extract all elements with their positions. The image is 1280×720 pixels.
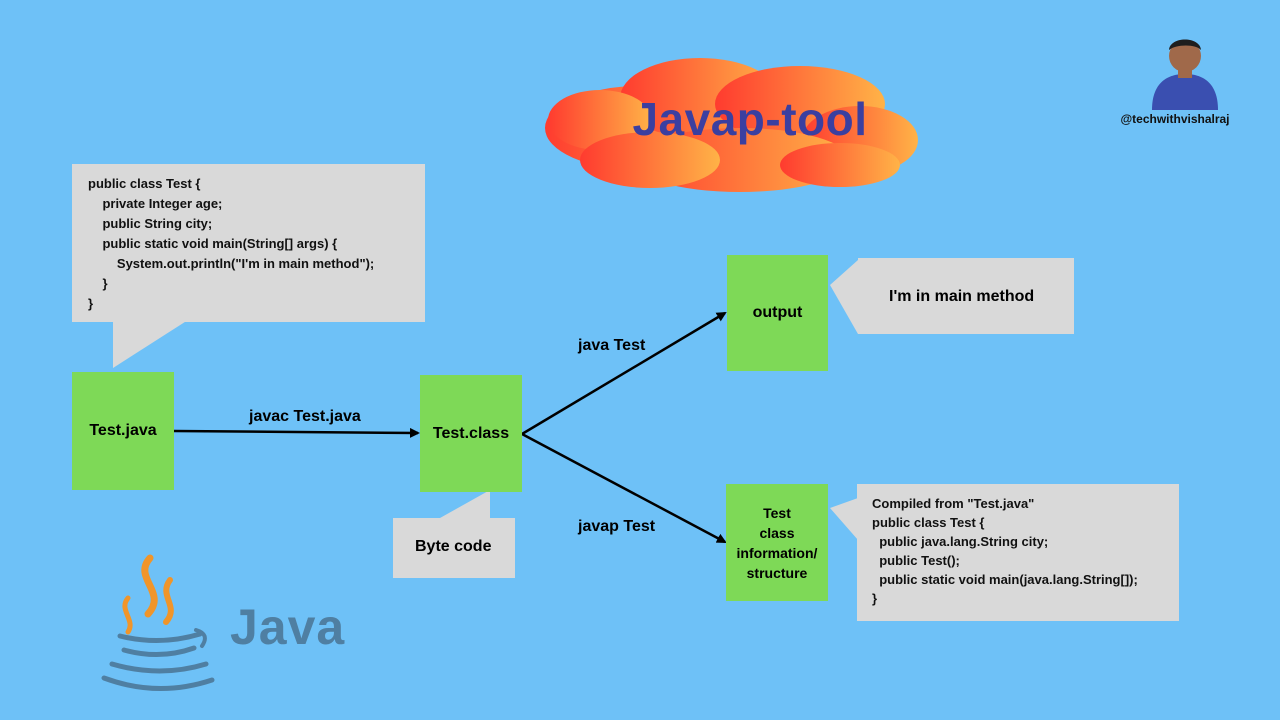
arrow-javap — [521, 432, 727, 544]
output-text: I'm in main method — [889, 288, 1035, 305]
arrow-java — [521, 311, 727, 436]
output-callout — [830, 258, 1074, 334]
java-cup-icon — [101, 554, 215, 692]
byte-code-callout — [393, 490, 515, 578]
arrow-javac — [173, 427, 420, 438]
page-title: Javap-tool — [632, 93, 868, 145]
structure-node: Test class information/ structure — [726, 484, 828, 601]
edge-label-javac: javac Test.java — [249, 408, 361, 425]
output-node: output — [727, 255, 828, 371]
source-code-text: public class Test { private Integer age;… — [88, 176, 375, 311]
test-java-node: Test.java — [72, 372, 174, 490]
edge-label-java: java Test — [578, 337, 646, 354]
test-class-label: Test.class — [432, 424, 510, 442]
test-class-node: Test.class — [420, 375, 522, 492]
title-cloud — [545, 58, 918, 192]
avatar — [1152, 34, 1218, 110]
java-logo-text: Java — [230, 599, 346, 655]
output-label: output — [752, 304, 803, 321]
source-code-callout — [72, 164, 425, 368]
edge-label-javap: javap Test — [578, 518, 656, 535]
author-handle: @techwithvishalraj — [1120, 112, 1230, 126]
byte-code-text: Byte code — [415, 538, 492, 555]
structure-label: Test class information/ structure — [736, 504, 818, 581]
javap-output-callout — [830, 484, 1179, 621]
javap-output-text: Compiled from "Test.java" public class T… — [872, 496, 1138, 606]
test-java-label: Test.java — [89, 422, 157, 439]
